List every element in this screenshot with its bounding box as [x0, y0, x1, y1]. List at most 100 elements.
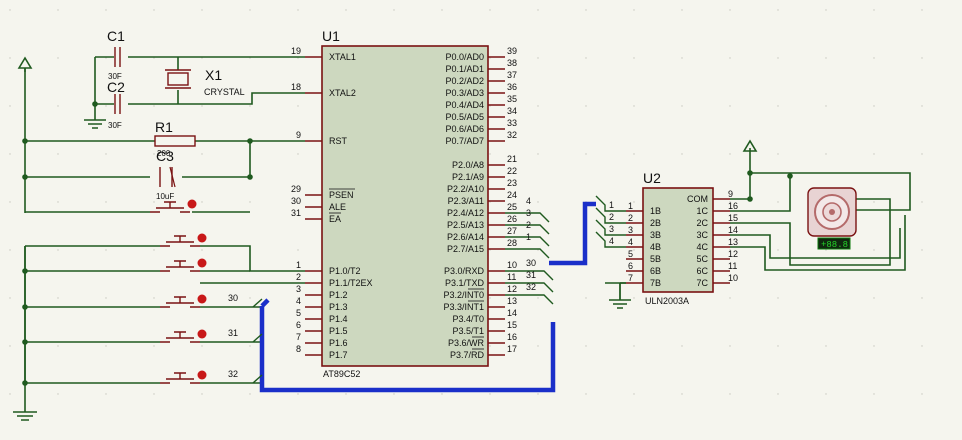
push-button[interactable]: [160, 370, 207, 384]
push-button[interactable]: [150, 199, 197, 213]
grid-dot: [873, 105, 875, 107]
grid-dot: [729, 345, 731, 347]
grid-dot: [201, 9, 203, 11]
u2-pin-name: 2C: [696, 218, 708, 228]
grid-dot: [201, 153, 203, 155]
grid-dot: [441, 9, 443, 11]
grid-dot: [105, 153, 107, 155]
u1-pins: 19XTAL118XTAL29RST29PSEN30ALE31EA1P1.0/T…: [291, 46, 554, 360]
net-label: 32: [526, 282, 536, 292]
grid-dot: [153, 297, 155, 299]
grid-dot: [537, 57, 539, 59]
grid-dot: [633, 9, 635, 11]
crystal-x1[interactable]: [165, 69, 191, 89]
grid-dot: [537, 105, 539, 107]
grid-dot: [921, 345, 923, 347]
u1-pin-name: P3.7/RD: [450, 350, 485, 360]
u1-pin-number: 34: [507, 106, 517, 116]
grid-dot: [153, 249, 155, 251]
grid-dot: [825, 249, 827, 251]
u1-pin-name: P0.0/AD0: [445, 52, 484, 62]
u1-body[interactable]: [321, 45, 489, 367]
u2-pin-name: 1B: [650, 206, 661, 216]
grid-dot: [537, 297, 539, 299]
grid-dot: [921, 393, 923, 395]
u2-pin-name: 4B: [650, 242, 661, 252]
x1-ref: X1: [205, 67, 222, 83]
grid-dot: [921, 153, 923, 155]
push-button[interactable]: [160, 294, 207, 308]
capacitor-c1[interactable]: [114, 47, 121, 67]
grid-dot: [921, 57, 923, 59]
u1-pin-number: 14: [507, 308, 517, 318]
grid-dot: [729, 9, 731, 11]
grid-dot: [249, 345, 251, 347]
u2-part: ULN2003A: [645, 296, 689, 306]
grid-dot: [729, 249, 731, 251]
u2-body[interactable]: [642, 187, 714, 293]
grid-dot: [9, 105, 11, 107]
capacitor-c3[interactable]: [159, 166, 176, 188]
u1-pin-name: P2.0/A8: [452, 160, 484, 170]
grid-dot: [585, 345, 587, 347]
grid-dot: [777, 345, 779, 347]
grid-dot: [825, 345, 827, 347]
grid-dot: [249, 297, 251, 299]
u2-pin-name: 7B: [650, 278, 661, 288]
stepper-motor[interactable]: [807, 187, 857, 250]
net-label: 32: [228, 369, 238, 379]
grid-dot: [777, 153, 779, 155]
grid-dot: [633, 393, 635, 395]
push-button[interactable]: [160, 233, 207, 247]
c2-ref: C2: [107, 79, 125, 95]
u1-pin-name: ALE: [329, 202, 346, 212]
u1-pin-number: 37: [507, 70, 517, 80]
grid-dot: [729, 105, 731, 107]
grid-dot: [105, 393, 107, 395]
push-button[interactable]: [160, 329, 207, 343]
u1-pin-number: 8: [296, 344, 301, 354]
grid-dot: [105, 105, 107, 107]
u2-pin-name: 3B: [650, 230, 661, 240]
bus-wire: [505, 294, 554, 305]
u1-pin-number: 31: [291, 208, 301, 218]
u1-pin-number: 7: [296, 332, 301, 342]
grid-dot: [9, 345, 11, 347]
grid-dot: [201, 249, 203, 251]
grid-dot: [873, 297, 875, 299]
u1-pin-name: P3.0/RXD: [444, 266, 485, 276]
net-label: 30: [228, 293, 238, 303]
u1-pin-number: 12: [507, 284, 517, 294]
bus-wire: [252, 333, 263, 343]
u2-pin-number: 2: [628, 213, 633, 223]
grid-dot: [537, 153, 539, 155]
u2-pin-name: COM: [687, 194, 708, 204]
button-indicator-icon: [187, 199, 197, 209]
u1-pin-name: XTAL1: [329, 52, 356, 62]
u1-pin-name: P3.4/T0: [452, 314, 484, 324]
u1-pin-number: 35: [507, 94, 517, 104]
grid-dot: [681, 345, 683, 347]
grid-dot: [633, 201, 635, 203]
u1-pin-number: 1: [296, 260, 301, 270]
u1-pin-number: 33: [507, 118, 517, 128]
grid-dot: [249, 201, 251, 203]
u2-pin-number: 3: [628, 225, 633, 235]
u1-pin-name: P2.6/A14: [447, 232, 484, 242]
grid-dot: [249, 105, 251, 107]
push-button[interactable]: [160, 258, 207, 272]
button-indicator-icon: [197, 329, 207, 339]
grid-dot: [777, 57, 779, 59]
u1-pin-name: P1.5: [329, 326, 348, 336]
capacitor-c2[interactable]: [114, 94, 121, 114]
grid-dot: [873, 153, 875, 155]
grid-dot: [201, 105, 203, 107]
grid-dot: [825, 153, 827, 155]
grid-dot: [633, 153, 635, 155]
grid-dot: [57, 393, 59, 395]
resistor-r1[interactable]: [154, 135, 196, 147]
u1-pin-name: P0.2/AD2: [445, 76, 484, 86]
button-indicator-icon: [197, 258, 207, 268]
u2-pin-number: 16: [728, 201, 738, 211]
